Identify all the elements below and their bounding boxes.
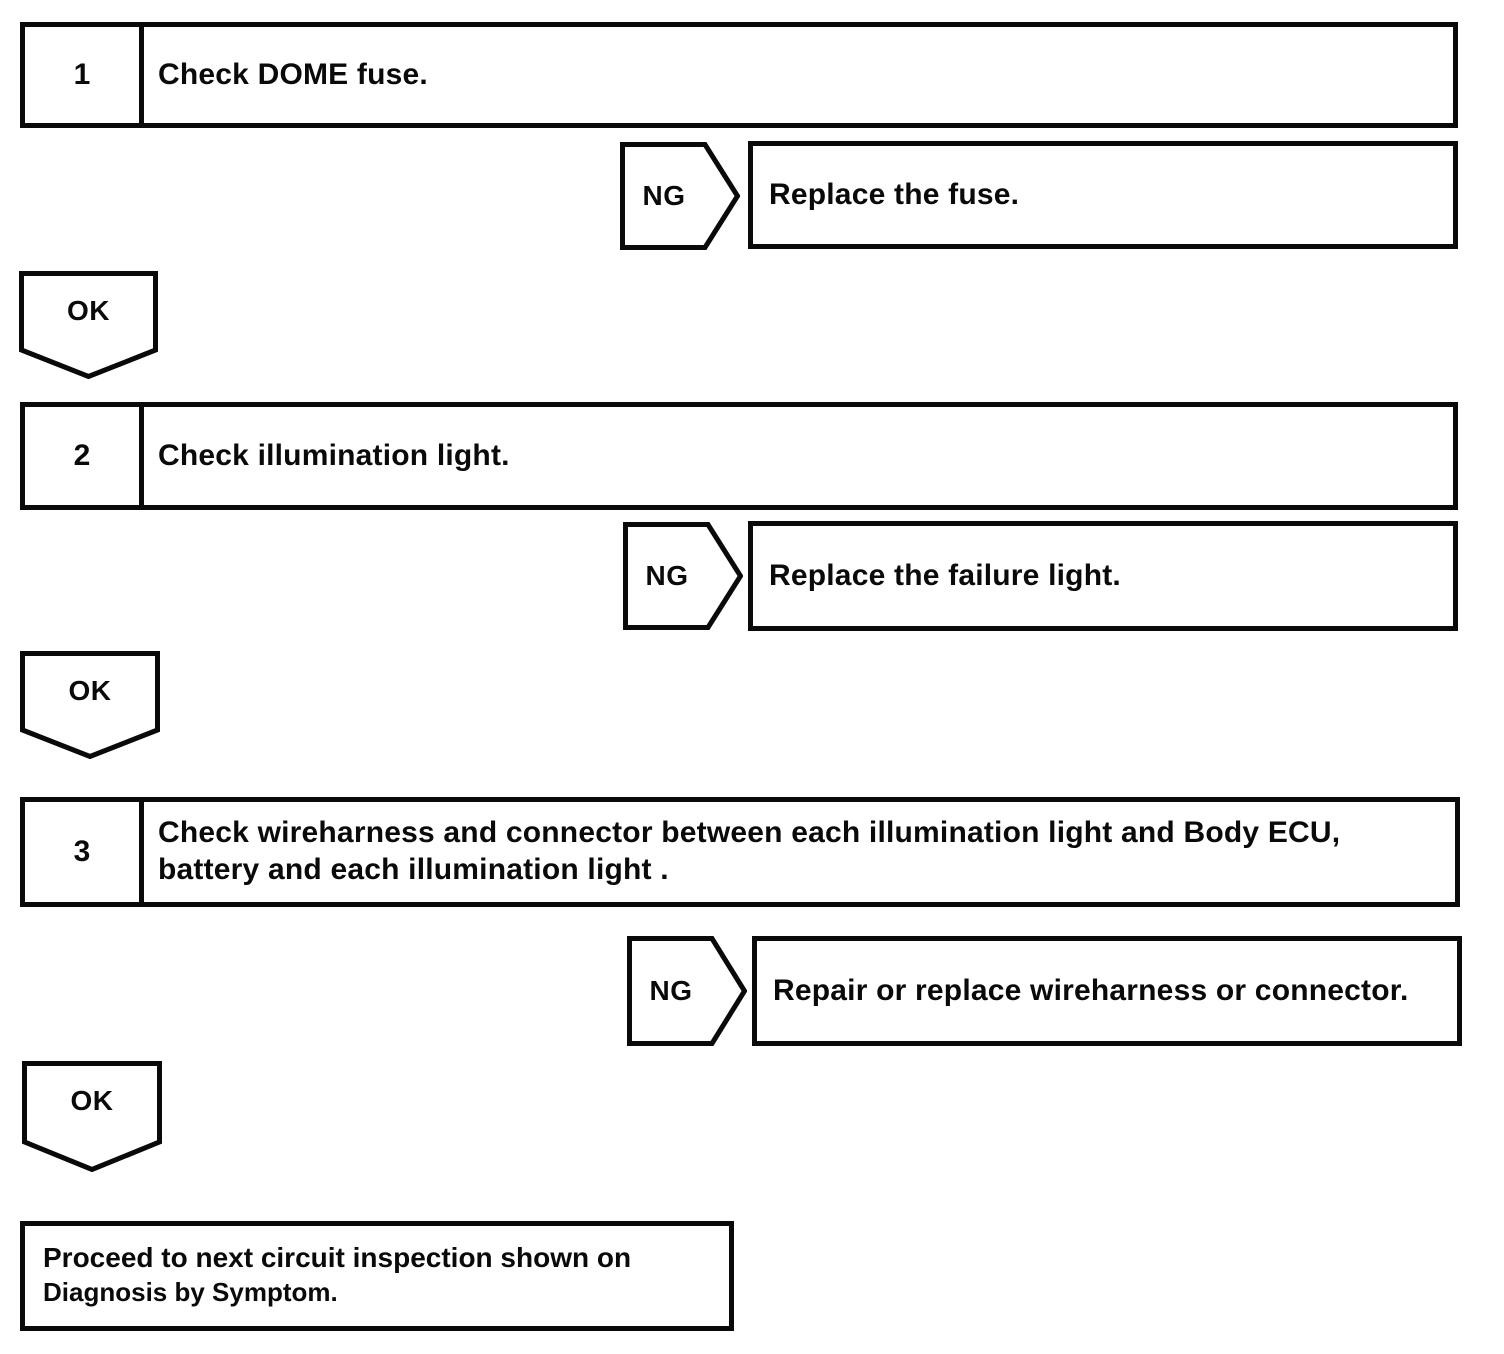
ng-arrow-3-pentagon-icon: [627, 936, 747, 1046]
step-3-instruction: Check wireharness and connector between …: [144, 802, 1455, 902]
step-1-number: 1: [25, 27, 144, 123]
step-2-number: 2: [25, 407, 144, 505]
ng-arrow-1: NG: [620, 142, 740, 250]
ng-action-2-box: Replace the failure light.: [748, 521, 1458, 631]
step-1-box: 1 Check DOME fuse.: [20, 22, 1458, 128]
ok-connector-2-pentagon-icon: [20, 651, 160, 759]
step-2-instruction-text: Check illumination light.: [158, 438, 510, 472]
ok-connector-3-pentagon-icon: [22, 1061, 162, 1172]
ok-connector-3: OK: [22, 1061, 162, 1172]
step-3-number: 3: [25, 802, 144, 902]
ng-action-1-text: Replace the fuse.: [769, 178, 1020, 211]
step-2-instruction: Check illumination light.: [144, 407, 1453, 505]
ng-action-1-box: Replace the fuse.: [748, 141, 1458, 249]
ng-action-3-box: Repair or replace wireharness or connect…: [752, 936, 1462, 1046]
ok-connector-2: OK: [20, 651, 160, 759]
ok-label-1: OK: [67, 295, 110, 326]
final-instruction-line1: Proceed to next circuit inspection shown…: [43, 1242, 632, 1273]
ng-label-2: NG: [645, 560, 689, 591]
ok-label-3: OK: [70, 1085, 114, 1116]
ng-arrow-1-pentagon-icon: [620, 142, 740, 250]
ng-arrow-3: NG: [627, 936, 747, 1046]
ok-connector-1-pentagon-icon: [19, 271, 158, 379]
ng-action-2-text: Replace the failure light.: [769, 559, 1121, 592]
ng-label-3: NG: [649, 975, 693, 1006]
ng-label-1: NG: [642, 180, 686, 211]
ng-arrow-2-pentagon-icon: [623, 522, 743, 630]
ok-label-2: OK: [68, 675, 112, 706]
final-instruction-line2: Diagnosis by Symptom.: [43, 1277, 338, 1308]
step-3-box: 3 Check wireharness and connector betwee…: [20, 797, 1460, 907]
step-2-box: 2 Check illumination light.: [20, 402, 1458, 510]
ng-action-3-text: Repair or replace wireharness or connect…: [773, 974, 1409, 1007]
step-1-instruction: Check DOME fuse.: [144, 27, 1453, 123]
ng-arrow-2: NG: [623, 522, 743, 630]
step-3-instruction-text: Check wireharness and connector between …: [158, 816, 1341, 886]
ok-connector-1: OK: [19, 271, 158, 379]
final-instruction-box: Proceed to next circuit inspection shown…: [20, 1221, 734, 1331]
step-1-instruction-text: Check DOME fuse.: [158, 57, 428, 91]
